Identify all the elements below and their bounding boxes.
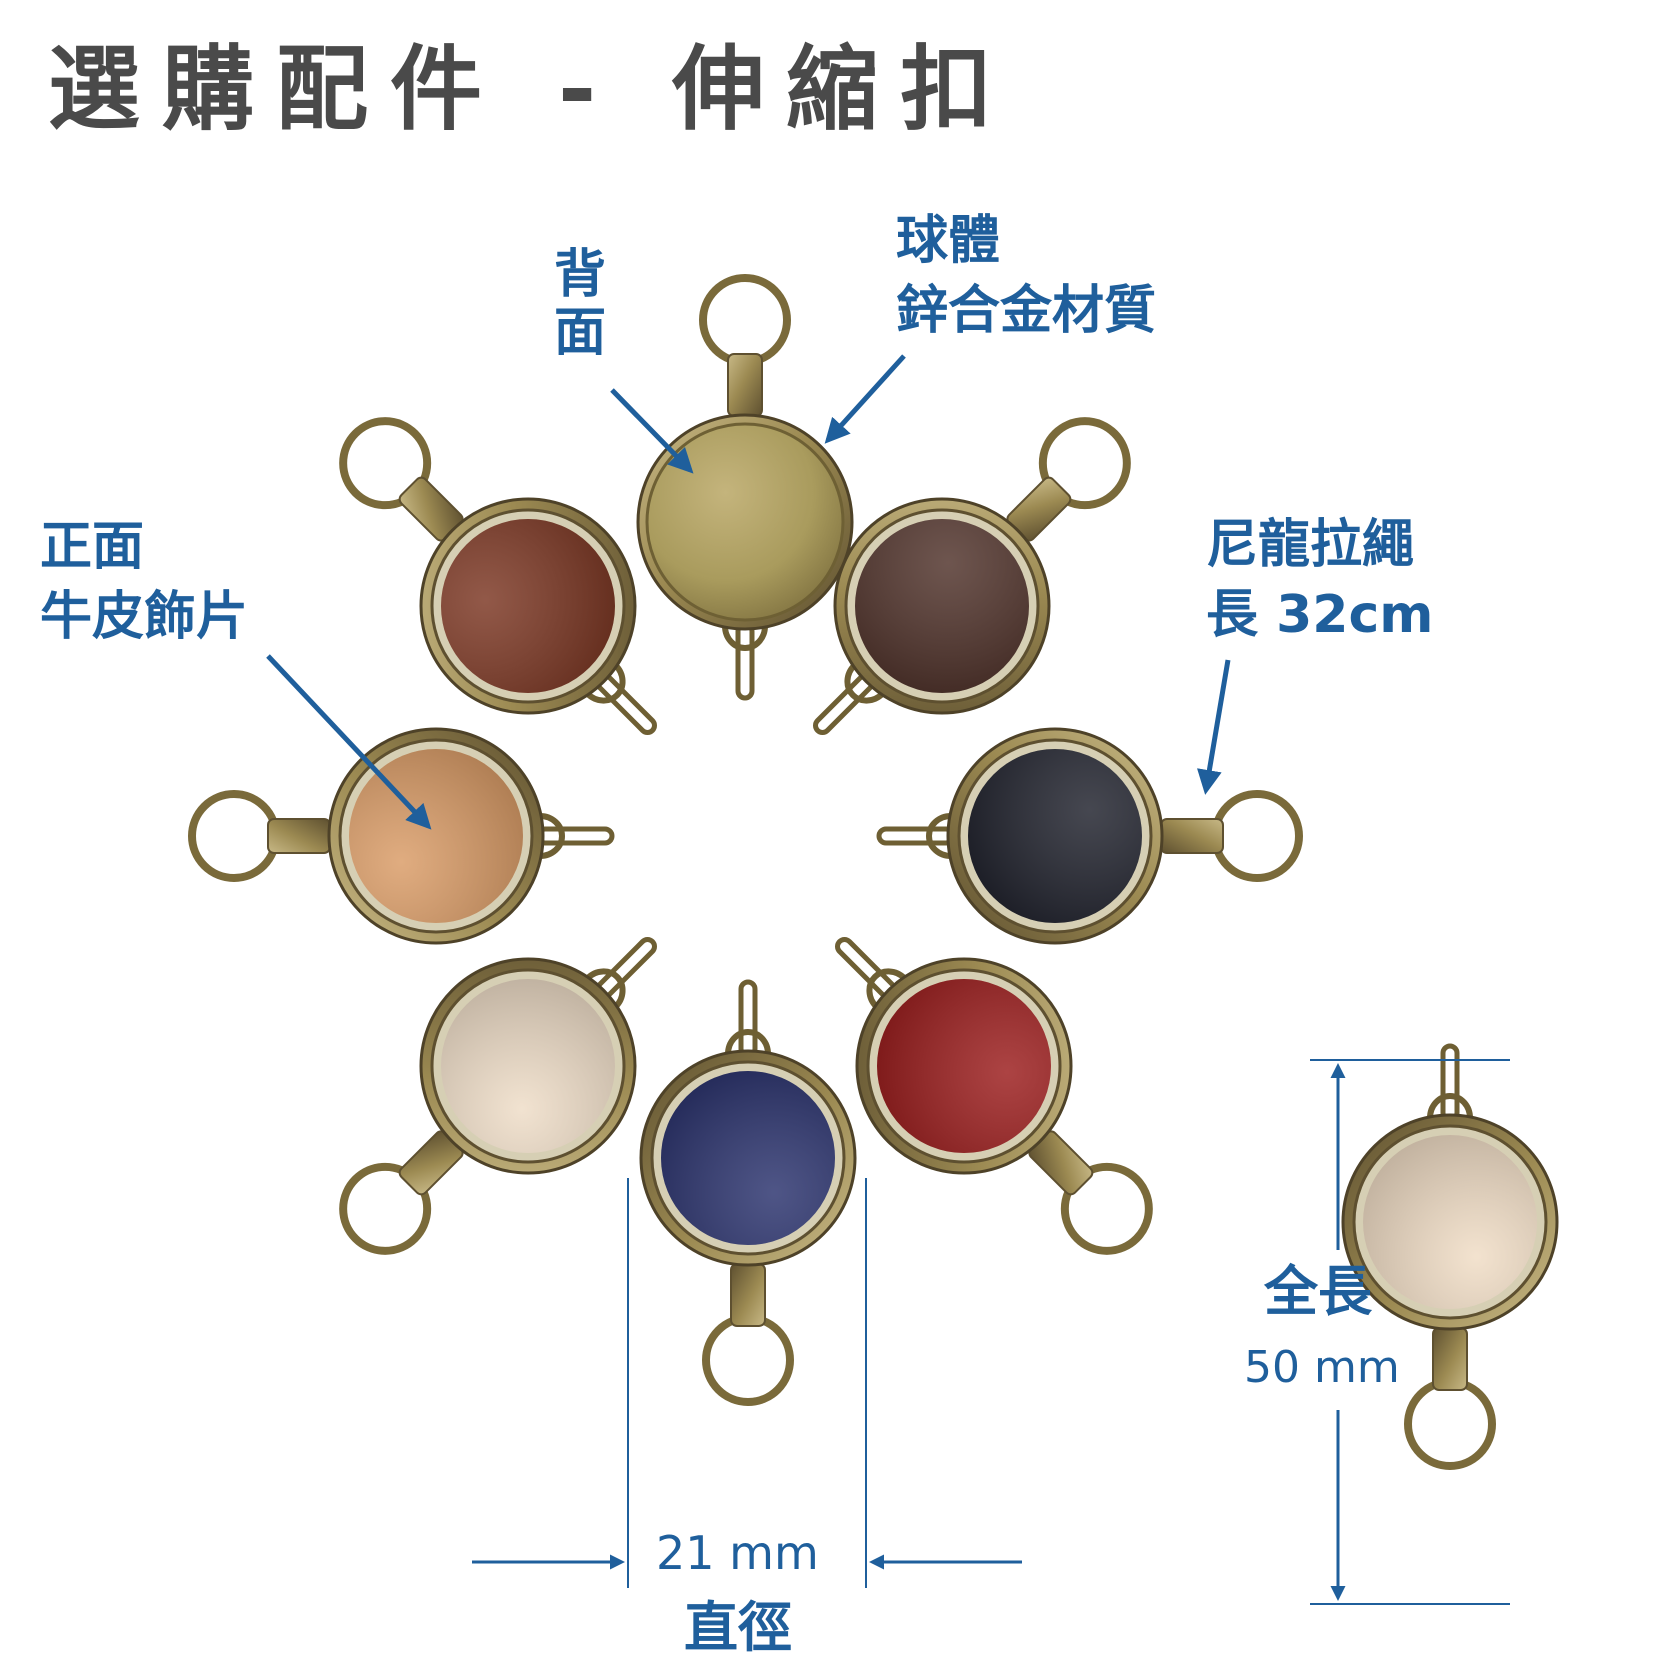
- retractable-reel: [834, 936, 1153, 1255]
- front-arrow: [266, 654, 432, 830]
- split-ring-icon: [876, 826, 956, 846]
- cord-label: 尼龍拉繩 長 32cm: [1206, 510, 1433, 650]
- body-label: 球體 鋅合金材質: [896, 206, 1156, 346]
- back-arrow: [610, 388, 694, 474]
- back-label-line1: 背: [554, 245, 607, 305]
- key-ring-icon: [699, 274, 791, 366]
- cord-label-line1: 尼龍拉繩: [1206, 515, 1415, 575]
- body-label-line1: 球體: [896, 211, 1001, 271]
- reel-tube: [727, 353, 763, 417]
- key-ring-icon: [702, 1314, 794, 1406]
- diameter-label: 直徑: [684, 1596, 792, 1659]
- length-value: 50 mm: [1244, 1342, 1400, 1393]
- retractable-reel: [639, 979, 857, 1406]
- leather-shade: [877, 979, 1051, 1153]
- leather-shade: [1363, 1135, 1537, 1309]
- retractable-reel: [339, 936, 658, 1255]
- split-ring-icon: [535, 826, 615, 846]
- back-label-line2: 面: [554, 303, 607, 364]
- reel-tube: [267, 818, 331, 854]
- key-ring-icon: [1404, 1378, 1496, 1470]
- diameter-value: 21 mm: [656, 1526, 819, 1580]
- split-ring-icon: [1440, 1043, 1460, 1123]
- retractable-reel: [339, 417, 658, 736]
- retractable-reel: [812, 417, 1131, 736]
- leather-shade: [855, 519, 1029, 693]
- front-label-line2: 牛皮飾片: [40, 587, 249, 648]
- front-label: 正面 牛皮飾片: [40, 512, 248, 652]
- length-label: 全長: [1264, 1260, 1372, 1323]
- reel-back-face: [645, 422, 845, 622]
- body-arrow: [824, 354, 906, 444]
- front-label-line1: 正面: [40, 517, 145, 577]
- body-label-line2: 鋅合金材質: [896, 281, 1157, 342]
- leather-shade: [441, 519, 615, 693]
- leather-shade: [661, 1071, 835, 1245]
- cord-label-line2: 長 32cm: [1206, 585, 1434, 646]
- retractable-reel: [876, 727, 1303, 945]
- retractable-reel: [188, 727, 615, 945]
- key-ring-icon: [188, 790, 280, 882]
- reel-tube: [1160, 818, 1224, 854]
- leather-shade: [349, 749, 523, 923]
- retractable-reel: [636, 274, 854, 701]
- cord-arrow: [1197, 659, 1231, 795]
- reel-tube: [730, 1263, 766, 1327]
- split-ring-icon: [735, 621, 755, 701]
- split-ring-icon: [738, 979, 758, 1059]
- leather-shade: [441, 979, 615, 1153]
- reel-tube: [1432, 1327, 1468, 1391]
- leather-shade: [968, 749, 1142, 923]
- retractable-reel: [1341, 1043, 1559, 1470]
- page-title: 選購配件 - 伸縮扣: [48, 36, 1015, 143]
- key-ring-icon: [1211, 790, 1303, 882]
- back-label: 背 面: [554, 245, 607, 364]
